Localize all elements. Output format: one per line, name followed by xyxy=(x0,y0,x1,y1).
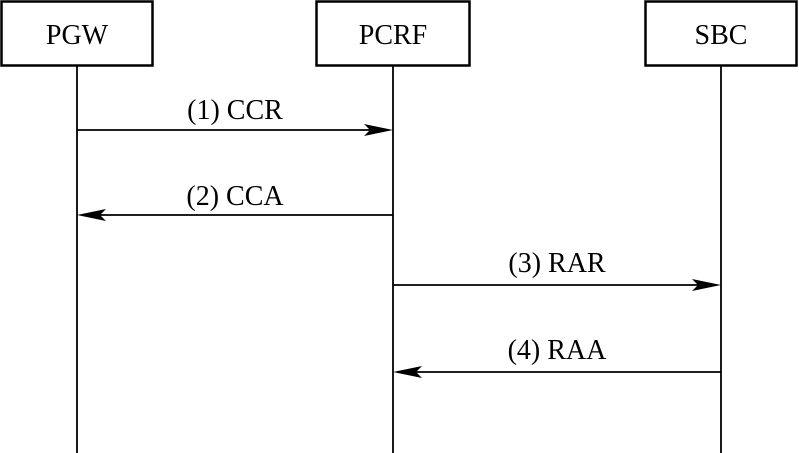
entity-label-pcrf: PCRF xyxy=(359,20,428,51)
message-label-3: (3) RAR xyxy=(508,248,606,279)
entity-sbc: SBC xyxy=(644,0,798,67)
arrowhead-right-icon xyxy=(692,279,721,291)
entity-box-pgw xyxy=(0,0,154,67)
entity-label-sbc: SBC xyxy=(695,20,748,51)
entity-pcrf: PCRF xyxy=(315,0,471,67)
message-3: (3) RAR xyxy=(393,248,721,291)
message-label-1: (1) CCR xyxy=(187,95,283,126)
entity-label-pgw: PGW xyxy=(46,20,109,51)
entity-box-pcrf xyxy=(315,0,471,67)
message-4: (4) RAA xyxy=(393,335,721,378)
message-label-2: (2) CCA xyxy=(186,181,284,212)
arrowhead-left-icon xyxy=(77,209,106,221)
entity-pgw: PGW xyxy=(0,0,154,67)
message-2: (2) CCA xyxy=(77,181,393,221)
entity-box-sbc xyxy=(644,0,798,67)
message-label-4: (4) RAA xyxy=(508,335,608,366)
message-1: (1) CCR xyxy=(77,95,393,136)
arrowhead-right-icon xyxy=(364,124,393,136)
arrowhead-left-icon xyxy=(393,366,422,378)
